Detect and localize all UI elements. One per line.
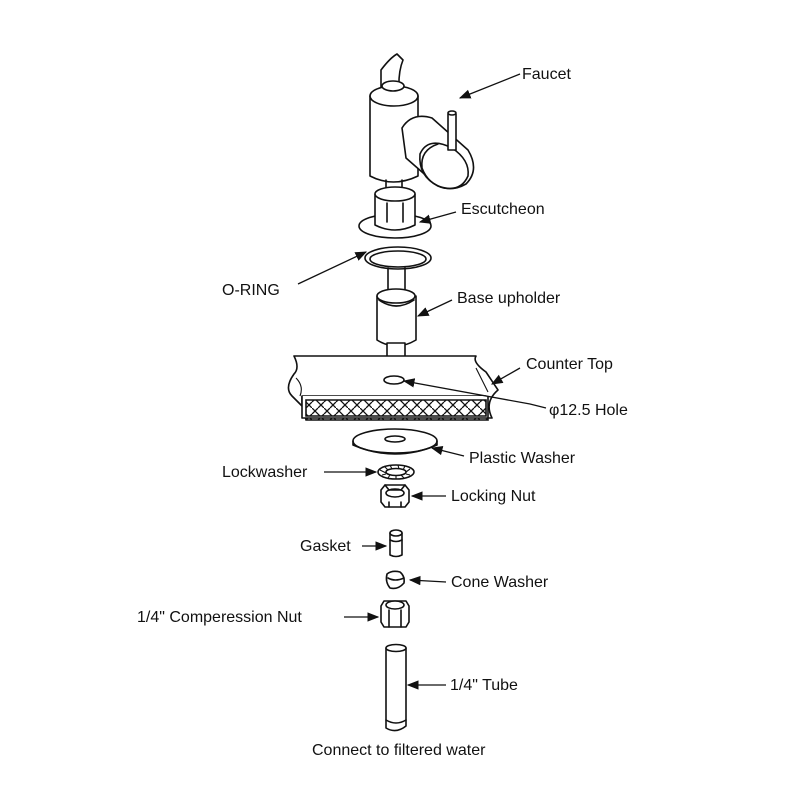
labels: Faucet Escutcheon O-RING Base upholder C…: [137, 66, 628, 759]
label-cone-washer: Cone Washer: [451, 574, 549, 591]
arrow-escutcheon: [418, 211, 457, 224]
locking-nut-part: [380, 484, 410, 508]
label-escutcheon: Escutcheon: [461, 201, 545, 218]
arrow-plastic-washer: [430, 446, 465, 457]
arrow-hole: [402, 378, 547, 409]
arrow-base-upholder: [416, 299, 453, 317]
escutcheon-part: [358, 186, 432, 239]
label-tube: 1/4" Tube: [450, 677, 518, 694]
label-base-upholder: Base upholder: [457, 290, 561, 307]
arrow-cone-washer: [408, 575, 447, 586]
base-upholder-part: [376, 267, 417, 369]
arrow-o-ring: [297, 251, 368, 285]
label-lockwasher: Lockwasher: [222, 464, 308, 481]
label-connect-filtered-water: Connect to filtered water: [312, 742, 486, 759]
label-faucet: Faucet: [522, 66, 571, 83]
lockwasher-part: [377, 464, 415, 480]
label-o-ring: O-RING: [222, 282, 280, 299]
label-compression-nut: 1/4" Comperession Nut: [137, 609, 302, 626]
tube-part: [385, 643, 407, 732]
compression-nut-part: [380, 600, 410, 628]
arrow-counter-top: [490, 367, 521, 385]
label-hole: φ12.5 Hole: [549, 402, 628, 419]
cone-washer-part: [385, 570, 405, 590]
faucet-part: [369, 53, 475, 199]
label-gasket: Gasket: [300, 538, 351, 555]
label-plastic-washer: Plastic Washer: [469, 450, 576, 467]
label-locking-nut: Locking Nut: [451, 488, 536, 505]
o-ring-part: [364, 246, 432, 270]
plastic-washer-part: [352, 428, 438, 455]
gasket-part: [389, 529, 403, 558]
arrow-faucet: [458, 73, 521, 99]
label-counter-top: Counter Top: [526, 356, 613, 373]
counter-top-part: [287, 355, 499, 421]
leader-lines: [297, 73, 547, 690]
